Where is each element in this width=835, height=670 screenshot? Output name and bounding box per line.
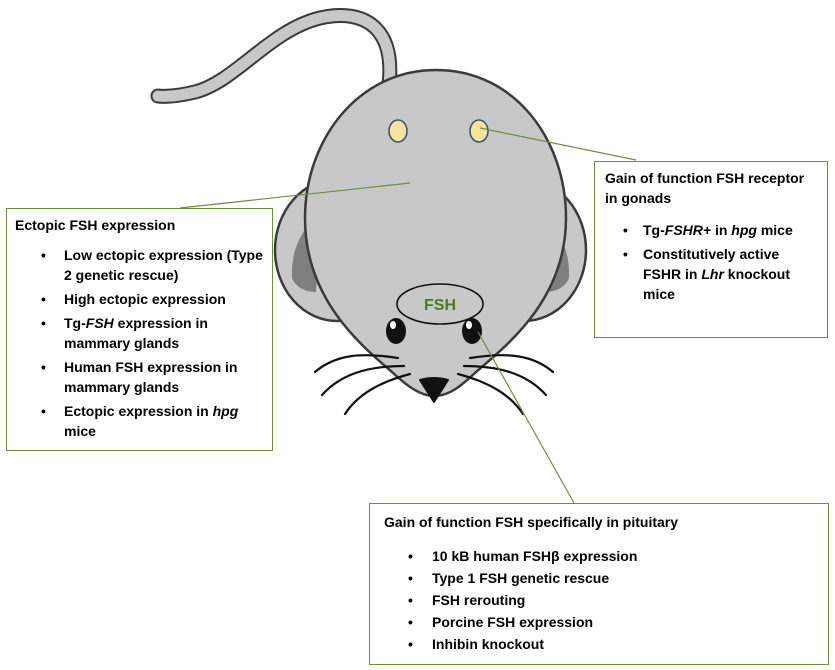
- right-eye: [462, 318, 482, 344]
- ectopic-expression-box: Ectopic FSH expression Low ectopic expre…: [6, 208, 273, 451]
- mouse-tail: [150, 8, 398, 104]
- list-item-text: in: [711, 222, 732, 238]
- connector-lines: [179, 127, 637, 504]
- list-item-text: FSH: [85, 315, 114, 331]
- ectopic-list: Low ectopic expression (Type 2 genetic r…: [15, 245, 264, 441]
- list-item-text: FSHR+: [664, 222, 712, 238]
- list-item: Tg-FSH expression in mammary glands: [15, 313, 264, 353]
- pituitary-title: Gain of function FSH specifically in pit…: [384, 514, 679, 530]
- list-item: Tg-FSHR+ in hpg mice: [605, 220, 819, 240]
- ectopic-title: Ectopic FSH expression: [15, 217, 176, 233]
- gonad-spot-left: [388, 119, 408, 143]
- gonads-list: Tg-FSHR+ in hpg miceConstitutively activ…: [605, 220, 819, 304]
- list-item: Low ectopic expression (Type 2 genetic r…: [15, 245, 264, 285]
- gonads-receptor-box: Gain of function FSH receptor in gonads …: [594, 161, 828, 338]
- fsh-label: FSH: [424, 297, 456, 314]
- gonad-spot-right: [469, 119, 489, 143]
- list-item: Inhibin knockout: [384, 634, 818, 654]
- list-item-text: 10 kB human FSHβ expression: [432, 548, 638, 564]
- list-item-text: Inhibin knockout: [432, 636, 544, 652]
- list-item: Porcine FSH expression: [384, 612, 818, 632]
- gonads-title: Gain of function FSH receptor in gonads: [605, 170, 805, 206]
- list-item-text: Ectopic expression in: [64, 403, 213, 419]
- list-item: Constitutively active FSHR in Lhr knocko…: [605, 244, 819, 304]
- list-item: Human FSH expression in mammary glands: [15, 357, 264, 397]
- list-item: High ectopic expression: [15, 289, 264, 309]
- list-item-text: Low ectopic expression (Type 2 genetic r…: [64, 247, 263, 283]
- list-item-text: Type 1 FSH genetic rescue: [432, 570, 610, 586]
- list-item-text: High ectopic expression: [64, 291, 226, 307]
- connector-gonads: [479, 127, 637, 161]
- nose: [419, 377, 449, 403]
- list-item-text: knockout mice: [643, 266, 791, 302]
- list-item-text: Tg-: [643, 222, 665, 238]
- list-item-text: expression in mammary glands: [64, 315, 208, 351]
- pituitary-box: Gain of function FSH specifically in pit…: [369, 503, 829, 665]
- list-item-text: Tg-: [64, 315, 86, 331]
- mouse-tail-fill: [152, 10, 396, 102]
- list-item: Type 1 FSH genetic rescue: [384, 568, 818, 588]
- left-eye: [386, 318, 406, 344]
- list-item-text: hpg: [731, 222, 757, 238]
- list-item-text: Human FSH expression in mammary glands: [64, 359, 238, 395]
- connector-ectopic: [179, 182, 411, 209]
- mouse-body: [303, 68, 568, 398]
- list-item-text: Constitutively active FSHR in: [643, 246, 780, 282]
- list-item-text: mice: [64, 423, 96, 439]
- fsh-oval: [396, 283, 484, 325]
- list-item: Ectopic expression in hpg mice: [15, 401, 264, 441]
- list-item-text: Porcine FSH expression: [432, 614, 594, 630]
- whiskers: [313, 354, 555, 416]
- list-item-text: hpg: [212, 403, 239, 419]
- connector-pituitary: [477, 331, 575, 504]
- list-item-text: FSH rerouting: [432, 592, 526, 608]
- list-item: FSH rerouting: [384, 590, 818, 610]
- list-item-text: mice: [756, 222, 793, 238]
- list-item-text: Lhr: [701, 266, 724, 282]
- pituitary-list: 10 kB human FSHβ expressionType 1 FSH ge…: [384, 546, 818, 654]
- list-item: 10 kB human FSHβ expression: [384, 546, 818, 566]
